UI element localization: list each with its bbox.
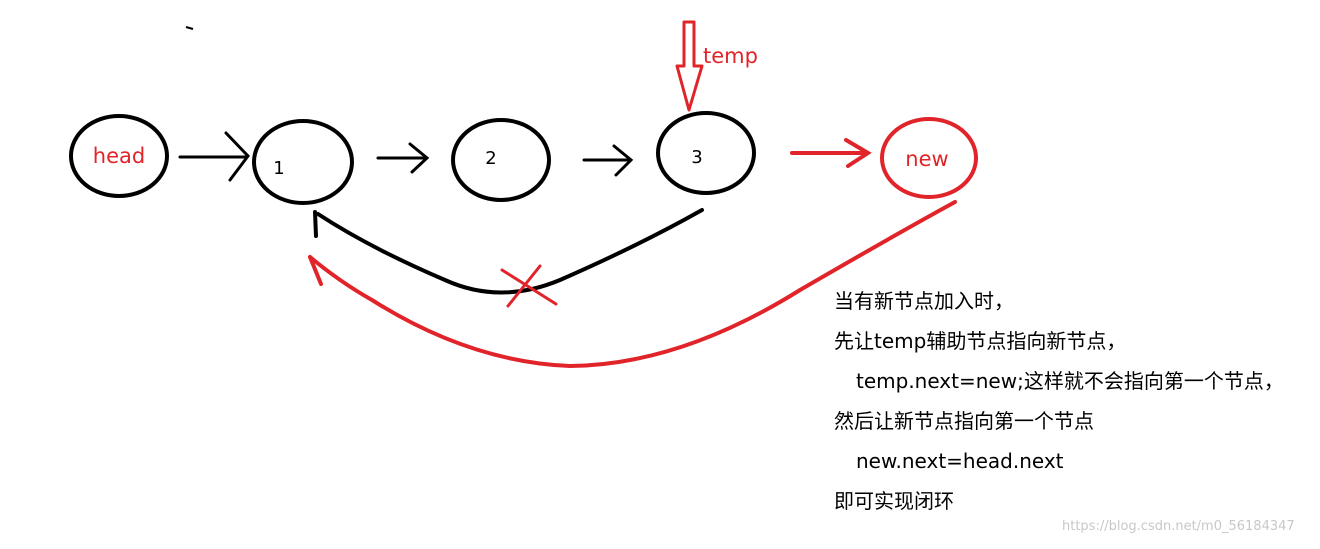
old-link-3-to-1	[313, 208, 704, 295]
watermark: https://blog.csdn.net/m0_56184347	[1062, 519, 1295, 534]
node-3: 3	[656, 111, 756, 195]
note-line: 即可实现闭环	[834, 489, 954, 513]
note-line: 先让temp辅助节点指向新节点，	[834, 329, 1127, 353]
new-link-new-to-1	[308, 200, 957, 369]
cross-mark	[500, 264, 558, 308]
explanation-notes: 当有新节点加入时， 先让temp辅助节点指向新节点， temp.next=new…	[834, 281, 1314, 521]
node-head-label: head	[93, 144, 145, 168]
note-line: temp.next=new;这样就不会指向第一个节点，	[856, 369, 1284, 393]
stray-mark	[185, 26, 194, 30]
arrow-head-to-1	[178, 131, 250, 182]
note-line: new.next=head.next	[856, 449, 1064, 473]
arrow-3-to-new	[790, 138, 872, 168]
arrow-2-to-3	[582, 144, 634, 177]
temp-pointer-label: temp	[703, 44, 758, 68]
node-1: 1	[252, 119, 354, 205]
temp-pointer-arrow	[675, 20, 704, 112]
node-3-label: 3	[691, 147, 702, 168]
node-new-label: new	[905, 147, 948, 171]
node-2-label: 2	[485, 148, 496, 169]
node-new: new	[880, 117, 978, 199]
note-line: 当有新节点加入时，	[834, 289, 1014, 313]
note-line: 然后让新节点指向第一个节点	[834, 409, 1094, 433]
node-head: head	[69, 114, 169, 198]
arrow-1-to-2	[376, 142, 430, 174]
node-2: 2	[451, 118, 551, 202]
node-1-label: 1	[273, 158, 284, 179]
